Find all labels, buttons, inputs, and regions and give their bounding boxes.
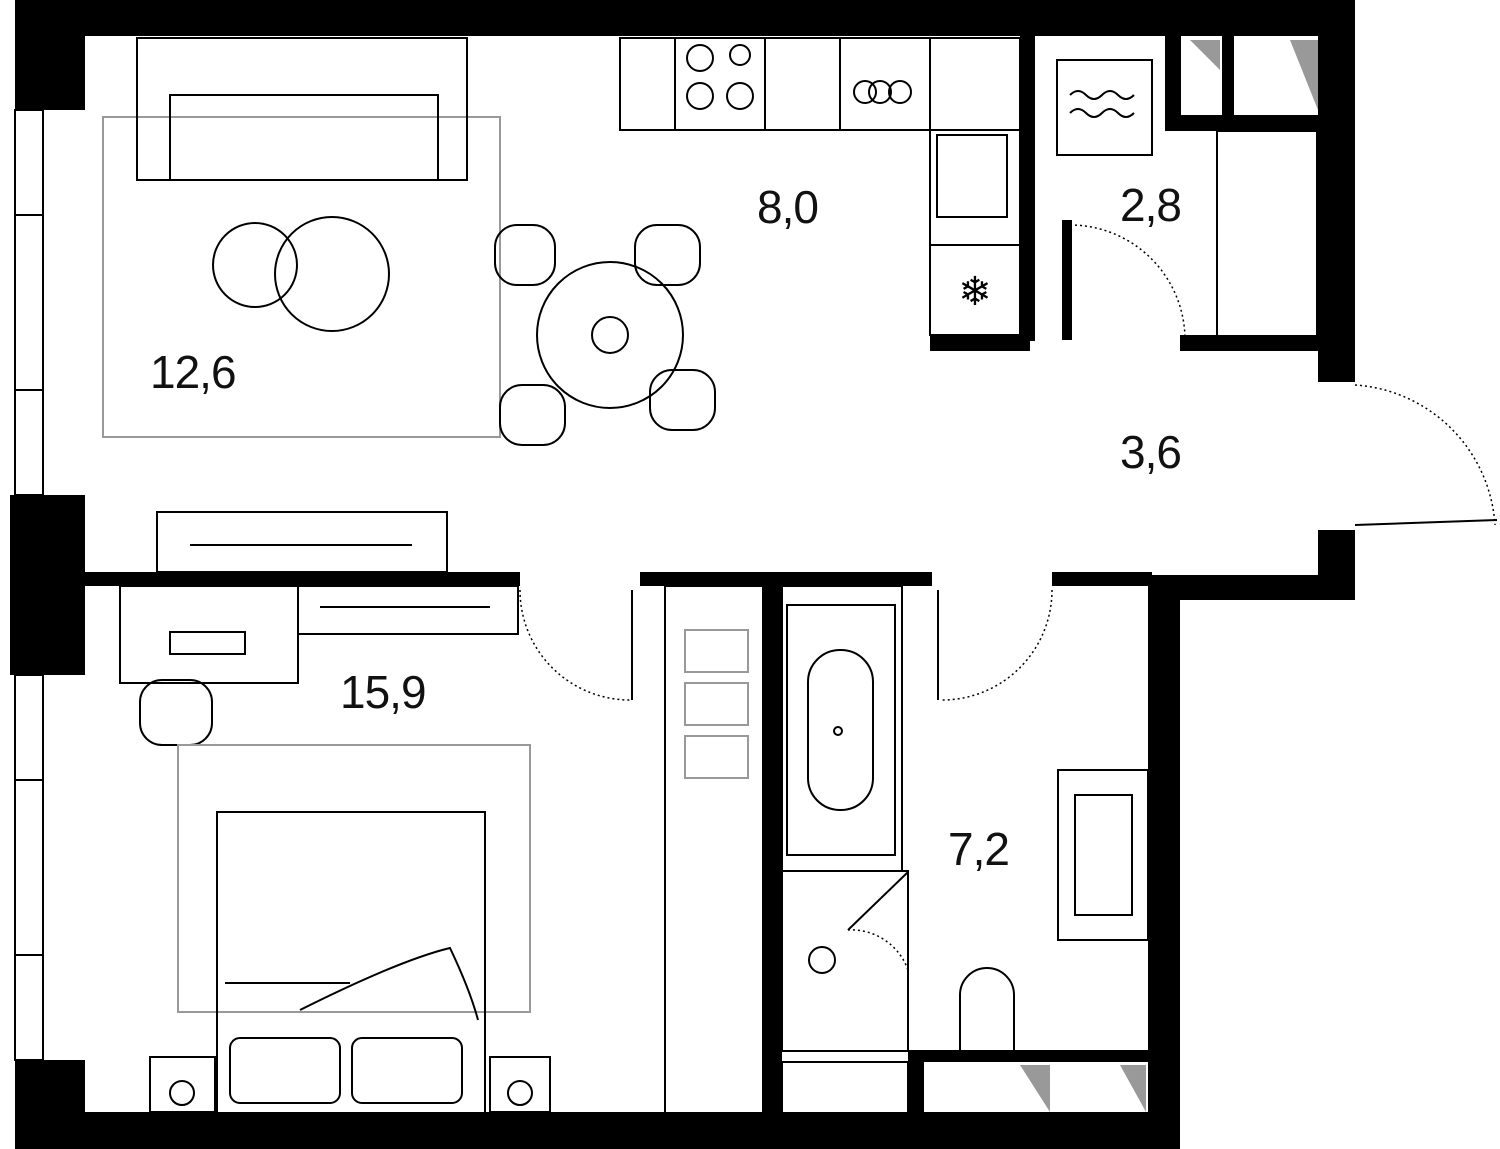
utility-furniture (1056, 40, 1318, 337)
bathroom-furniture (781, 585, 1149, 1115)
room-area-bedroom: 15,9 (340, 666, 427, 718)
svg-text:❄: ❄ (958, 269, 992, 315)
room-area-wardrobe: 2,8 (1120, 179, 1182, 231)
door-swings (519, 224, 1498, 971)
windows (14, 109, 44, 1061)
bedroom-furniture (119, 585, 766, 1118)
room-area-hall: 3,6 (1120, 426, 1182, 478)
room-area-living: 12,6 (150, 346, 237, 398)
kitchen-furniture: ❄ (619, 37, 1021, 336)
living-furniture (102, 37, 716, 573)
room-area-kitchen: 8,0 (757, 181, 819, 233)
room-area-bathroom: 7,2 (948, 823, 1010, 875)
walls (10, 0, 1355, 1149)
